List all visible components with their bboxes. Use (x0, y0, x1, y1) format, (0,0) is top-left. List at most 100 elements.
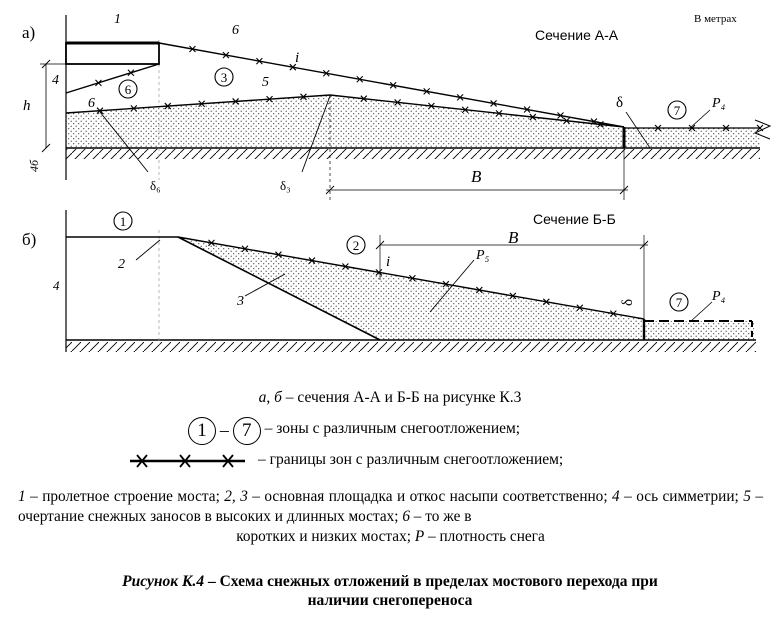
zone-dash: – (219, 420, 229, 440)
boundary-cross-mark (509, 292, 517, 300)
section-b-leader-2 (135, 239, 161, 261)
section-a-boundary-under (65, 63, 160, 94)
label-a-6-top: 6 (232, 23, 239, 38)
zone-a-7: 7 (667, 100, 687, 120)
section-a-h-tick-top (41, 59, 51, 69)
zone-a-6: 6 (118, 79, 138, 99)
svg-text:2: 2 (353, 238, 360, 253)
boundary-cross-mark (495, 110, 503, 117)
label-b-4: 4 (53, 278, 60, 293)
boundary-cross-mark (308, 257, 316, 264)
section-b-snow-fill (178, 237, 644, 340)
boundary-cross-mark (442, 280, 450, 288)
label-b-B: B (508, 228, 519, 247)
label-a-B: B (471, 167, 482, 186)
boundary-cross-mark (289, 63, 297, 71)
zones-legend: 1 – 7 – зоны с различным снегоотложением… (188, 417, 520, 445)
zone-from-circle: 1 (188, 417, 216, 445)
boundary-cross-mark (130, 104, 138, 112)
section-b-B-tick-right (639, 240, 649, 250)
label-a-delta6: δ₆ (150, 178, 161, 193)
caption-text: – Схема снежных отложений в пределах мос… (204, 573, 658, 590)
boundary-cross-mark (542, 298, 550, 306)
boundary-cross-mark (389, 81, 397, 89)
section-a-leader-delta6 (99, 111, 149, 173)
boundary-cross-mark (255, 57, 263, 65)
label-a-P4: P₄ (711, 96, 726, 111)
boundary-cross-mark (456, 94, 464, 101)
legend-boundary-sample (130, 454, 245, 468)
boundary-cross-mark (461, 106, 469, 114)
zone-b-2: 2 (346, 235, 366, 255)
section-b-ground-hatch (66, 342, 756, 352)
svg-text:3: 3 (221, 70, 228, 85)
section-a-ground-hatch (66, 149, 760, 159)
label-b-P4: P₄ (711, 289, 726, 304)
boundary-cross-mark (222, 51, 230, 59)
label-a-i: i (295, 50, 299, 66)
boundary-cross-mark (300, 93, 307, 101)
section-a: а) Сечение А-А В метрах 1 6 i 5 4 6 h 4б… (22, 12, 772, 200)
boundary-cross-mark (198, 100, 206, 108)
boundary-cross-mark (266, 95, 273, 103)
figure-description: 1 – пролетное строение моста; 2, 3 – осн… (18, 488, 763, 545)
label-a-delta: δ (616, 95, 623, 111)
label-a-h: h (23, 98, 31, 114)
label-a-delta-b: 4б (27, 159, 41, 172)
boundary-cross-mark (356, 75, 364, 83)
boundary-cross-mark (322, 69, 330, 77)
boundary-cross-mark (232, 98, 239, 105)
boundary-cross-mark (590, 118, 598, 125)
section-a-boundary-6 (158, 42, 625, 128)
section-a-leader-delta (625, 111, 651, 149)
boundary-cross-mark (475, 286, 483, 294)
zones-text: – зоны с различным снегоотложением; (264, 420, 521, 437)
boundary-cross-mark (96, 107, 104, 115)
section-b-B-tick-left (375, 240, 385, 250)
label-b-delta: δ (620, 299, 636, 306)
section-b-letter: б) (22, 230, 36, 249)
section-a-leader-delta3 (301, 95, 331, 173)
label-a-delta3: δ₃ (280, 178, 291, 193)
label-a-5: 5 (262, 75, 269, 90)
label-a-6-left: 6 (88, 96, 95, 111)
boundary-cross-mark (609, 310, 617, 317)
boundary-cross-mark (164, 102, 172, 110)
boundary-cross-mark (394, 98, 401, 106)
boundary-cross-mark (127, 69, 135, 77)
section-a-break-mark (753, 119, 772, 140)
boundary-cross-mark (342, 263, 349, 270)
boundary-cross-mark (95, 79, 102, 87)
boundary-legend-text: – границы зон с различным снегоотложение… (258, 451, 564, 468)
svg-text:7: 7 (674, 103, 681, 118)
section-a-B-tick-left (325, 185, 335, 195)
boundary-cross-mark (557, 112, 564, 119)
boundary-cross-mark (208, 239, 215, 247)
section-a-title: Сечение А-А (535, 27, 619, 43)
section-b-leader-3 (244, 273, 286, 297)
section-b-title: Сечение Б-Б (533, 211, 616, 227)
label-b-P5: P₅ (475, 248, 490, 263)
section-a-letter: а) (22, 23, 35, 42)
section-a-leader-P4 (689, 109, 711, 129)
boundary-cross-mark (189, 45, 196, 53)
figure-caption: Рисунок К.4 – Схема снежных отложений в … (0, 572, 780, 610)
section-b-leader-P4 (689, 301, 713, 323)
section-a-B-tick-right (619, 185, 629, 195)
units-note: В метрах (694, 13, 737, 25)
sections-note: а, б – сечения А-А и Б-Б на рисунке К.3 (258, 389, 522, 406)
section-a-snow-fill (66, 95, 624, 148)
label-b-3: 3 (236, 294, 244, 309)
boundary-cross-mark (428, 102, 435, 110)
boundary-cross-mark (241, 245, 249, 253)
boundary-cross-mark (375, 268, 383, 276)
section-a-bridge-deck (65, 42, 160, 65)
caption-text-2: наличии снегопереноса (307, 592, 473, 609)
section-a-boundary-markers (95, 45, 764, 132)
svg-text:6: 6 (125, 82, 132, 97)
section-b-zone7-fill (644, 321, 754, 340)
zone-to-circle: 7 (232, 417, 261, 445)
section-a-snow-fill-right (624, 127, 760, 148)
boundary-cross-mark (360, 95, 368, 103)
